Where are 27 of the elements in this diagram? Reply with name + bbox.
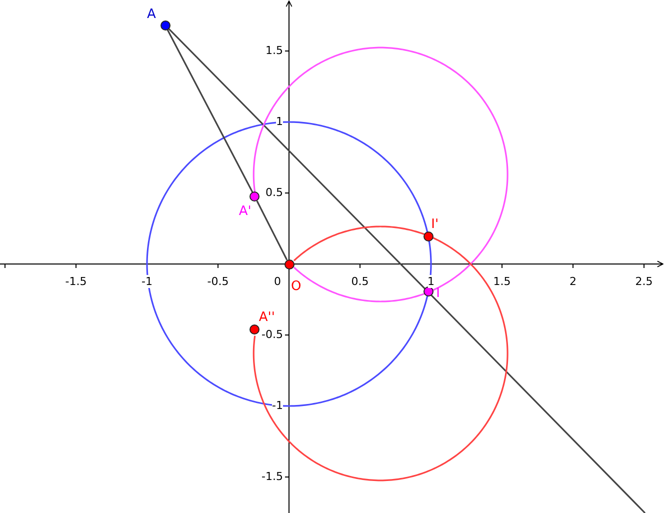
line-segment	[168, 28, 426, 290]
point-label: I	[436, 286, 440, 301]
tick-label: 1	[428, 275, 434, 288]
tick-label: 2.5	[635, 275, 653, 288]
line-segment	[166, 28, 254, 194]
point-label: I'	[431, 217, 439, 232]
point-label: A	[147, 7, 156, 22]
tick-label: -1.5	[65, 275, 87, 288]
circle-arc	[252, 46, 508, 302]
tick-label: -1	[142, 275, 152, 288]
point-label: A'	[238, 204, 252, 219]
tick-label: 1.5	[493, 275, 511, 288]
tick-label: 0.5	[266, 186, 283, 199]
point-label: A''	[258, 310, 275, 326]
tick-label: -0.5	[207, 275, 229, 288]
tick-label: 1	[276, 115, 283, 128]
tick-label: 1.5	[266, 44, 283, 57]
tick-label: -1	[272, 399, 283, 412]
point-label: O	[291, 279, 302, 294]
tick-label: 2	[570, 275, 576, 288]
line-segment	[256, 200, 288, 260]
tick-label: 0	[274, 275, 281, 288]
tick-label: 0.5	[351, 275, 369, 288]
line-segment	[430, 294, 646, 513]
tick-label: -1.5	[262, 470, 283, 483]
circle-arc	[252, 226, 508, 482]
tick-label: -0.5	[262, 328, 283, 341]
